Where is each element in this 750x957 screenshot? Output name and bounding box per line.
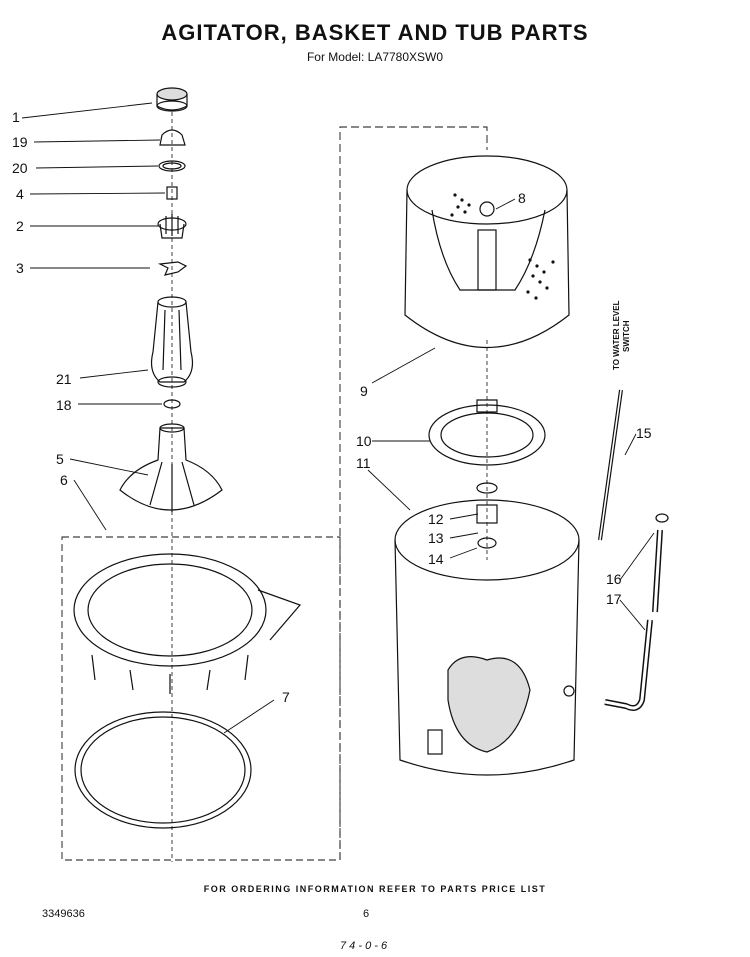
page-title: AGITATOR, BASKET AND TUB PARTS xyxy=(161,20,589,45)
wash-basket-part xyxy=(404,155,570,349)
drain-hose-part xyxy=(563,619,653,711)
callout-6: 6 xyxy=(60,472,68,488)
dog-part xyxy=(157,261,188,276)
callout-5: 5 xyxy=(56,451,64,467)
basket-nut-part xyxy=(479,201,495,217)
callout-1: 1 xyxy=(12,109,20,125)
agitator-cap-part xyxy=(156,87,188,112)
side-note-line1: TO WATER LEVEL xyxy=(612,300,621,370)
tub-ring-part xyxy=(73,553,302,694)
side-note-line2: SWITCH xyxy=(622,320,631,352)
callout-4: 4 xyxy=(16,186,24,202)
water-level-switch-note: TO WATER LEVEL SWITCH xyxy=(612,300,631,370)
hose-fitting-part xyxy=(652,513,669,613)
outer-tub-part xyxy=(394,499,580,776)
callout-21: 21 xyxy=(56,371,72,387)
ordering-instruction: FOR ORDERING INFORMATION REFER TO PARTS … xyxy=(203,884,547,894)
page-number: 6 xyxy=(363,908,370,920)
callout-9: 9 xyxy=(360,383,368,399)
model-subtitle: For Model: LA7780XSW0 xyxy=(306,50,444,64)
callout-17: 17 xyxy=(606,591,622,607)
callout-2: 2 xyxy=(16,218,24,234)
tub-gasket-part xyxy=(74,711,252,829)
document-number: 3349636 xyxy=(42,908,85,920)
callout-11: 11 xyxy=(356,455,371,471)
callout-10: 10 xyxy=(356,433,372,449)
callout-8: 8 xyxy=(518,190,526,206)
callout-19: 19 xyxy=(12,134,28,150)
callout-7: 7 xyxy=(282,689,290,705)
callout-12: 12 xyxy=(428,511,444,527)
callout-20: 20 xyxy=(12,160,28,176)
handwritten-note: 7 4 - 0 - 6 xyxy=(340,940,388,952)
callout-15: 15 xyxy=(636,425,652,441)
basket-drive-plate-part xyxy=(428,399,546,466)
callout-16: 16 xyxy=(606,571,622,587)
callout-3: 3 xyxy=(16,260,24,276)
callout-18: 18 xyxy=(56,397,72,413)
callout-13: 13 xyxy=(428,530,444,546)
callout-14: 14 xyxy=(428,551,444,567)
pressure-hose-part xyxy=(598,389,623,541)
agitator-base-part xyxy=(119,423,223,512)
cam-part xyxy=(159,129,186,146)
